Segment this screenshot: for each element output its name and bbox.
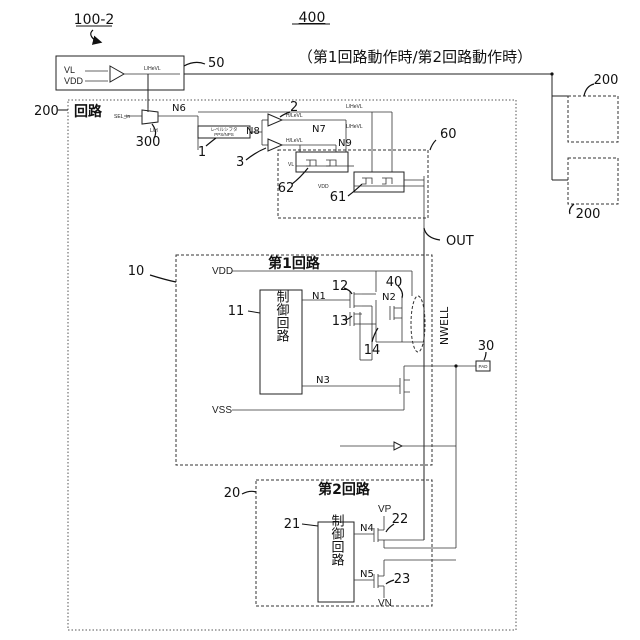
transistor-12-icon (350, 292, 362, 308)
ref-10: 10 (128, 264, 145, 279)
n7-tail-label: L/HeVL (346, 104, 363, 110)
sel-in-label: SEL_in (114, 114, 130, 120)
buffer-3 (268, 139, 282, 151)
node-n4: N4 (360, 523, 374, 534)
mux-300-ctl: L/H (150, 128, 158, 134)
buffer-3-out: H/LeVL (286, 138, 303, 144)
node-n6: N6 (172, 103, 186, 114)
ref-200-upper: 200 (594, 73, 619, 88)
vn-label: VN (378, 598, 392, 609)
external-circuit-200-lower (568, 158, 618, 204)
ref-60: 60 (440, 127, 457, 142)
ref-21: 21 (284, 517, 301, 532)
node-n9: N9 (338, 138, 352, 149)
diode-icon (394, 442, 402, 450)
ref-23: 23 (394, 572, 411, 587)
ref-12: 12 (332, 279, 349, 294)
circuit-200-title: 回路 (74, 103, 103, 120)
ref-22: 22 (392, 512, 409, 527)
ref-300: 300 (136, 135, 161, 150)
ref-11: 11 (228, 304, 245, 319)
transistor-23-icon (374, 574, 384, 588)
node-n5: N5 (360, 569, 374, 580)
out-label: OUT (446, 234, 474, 249)
nwell-region (411, 296, 425, 352)
device-ref-arrow (91, 30, 100, 42)
circuit-2-title: 第2回路 (318, 481, 371, 498)
block-50-vl: VL (64, 65, 75, 75)
control-circuit-2-label: 制御回路 (329, 514, 345, 566)
mode-caption: （第1回路動作時/第2回路動作時） (298, 48, 532, 66)
node-n1: N1 (312, 291, 326, 302)
ref-30: 30 (478, 339, 495, 354)
ref-1: 1 (198, 145, 206, 160)
switch-61-box (354, 172, 404, 192)
ref-14: 14 (364, 343, 381, 358)
ref-20: 20 (224, 486, 241, 501)
control-circuit-1-label: 制御回路 (274, 290, 290, 342)
ref-50: 50 (208, 56, 225, 71)
node-n8: N8 (246, 126, 260, 137)
ref-2: 2 (290, 100, 298, 115)
block-50-out-label: L/HeVL (144, 66, 161, 72)
node-n3: N3 (316, 375, 330, 386)
pad-label: PAD (479, 364, 489, 369)
node-n2: N2 (382, 292, 396, 303)
switch-62-box (296, 152, 348, 172)
buffer-2 (268, 114, 282, 126)
node-n7: N7 (312, 124, 326, 135)
circuit-1-vdd: VDD (212, 266, 233, 277)
transistor-40-icon (390, 306, 402, 320)
ref-62: 62 (278, 181, 295, 196)
nwell-label: NWELL (438, 306, 451, 345)
ref-200-main: 200 (34, 104, 59, 119)
external-circuit-200-upper (568, 96, 618, 142)
level-shifter-line-2: PPS/NPS (214, 132, 234, 137)
switch-vdd-label: VDD (318, 184, 329, 190)
mux-300 (142, 110, 158, 124)
ref-61: 61 (330, 190, 347, 205)
vp-label: VP (378, 504, 392, 515)
ref-3: 3 (236, 155, 244, 170)
n9-tail-label: L/HeVL (346, 124, 363, 130)
ref-200-lower: 200 (576, 207, 601, 222)
transistor-n3-icon (400, 378, 410, 394)
ref-13: 13 (332, 314, 349, 329)
transistor-22-icon (374, 528, 384, 542)
circuit-1-vss: VSS (212, 405, 232, 416)
switch-vl-label: VL (288, 162, 294, 168)
circuit-1-title: 第1回路 (268, 255, 321, 272)
block-50-vdd: VDD (64, 76, 84, 86)
